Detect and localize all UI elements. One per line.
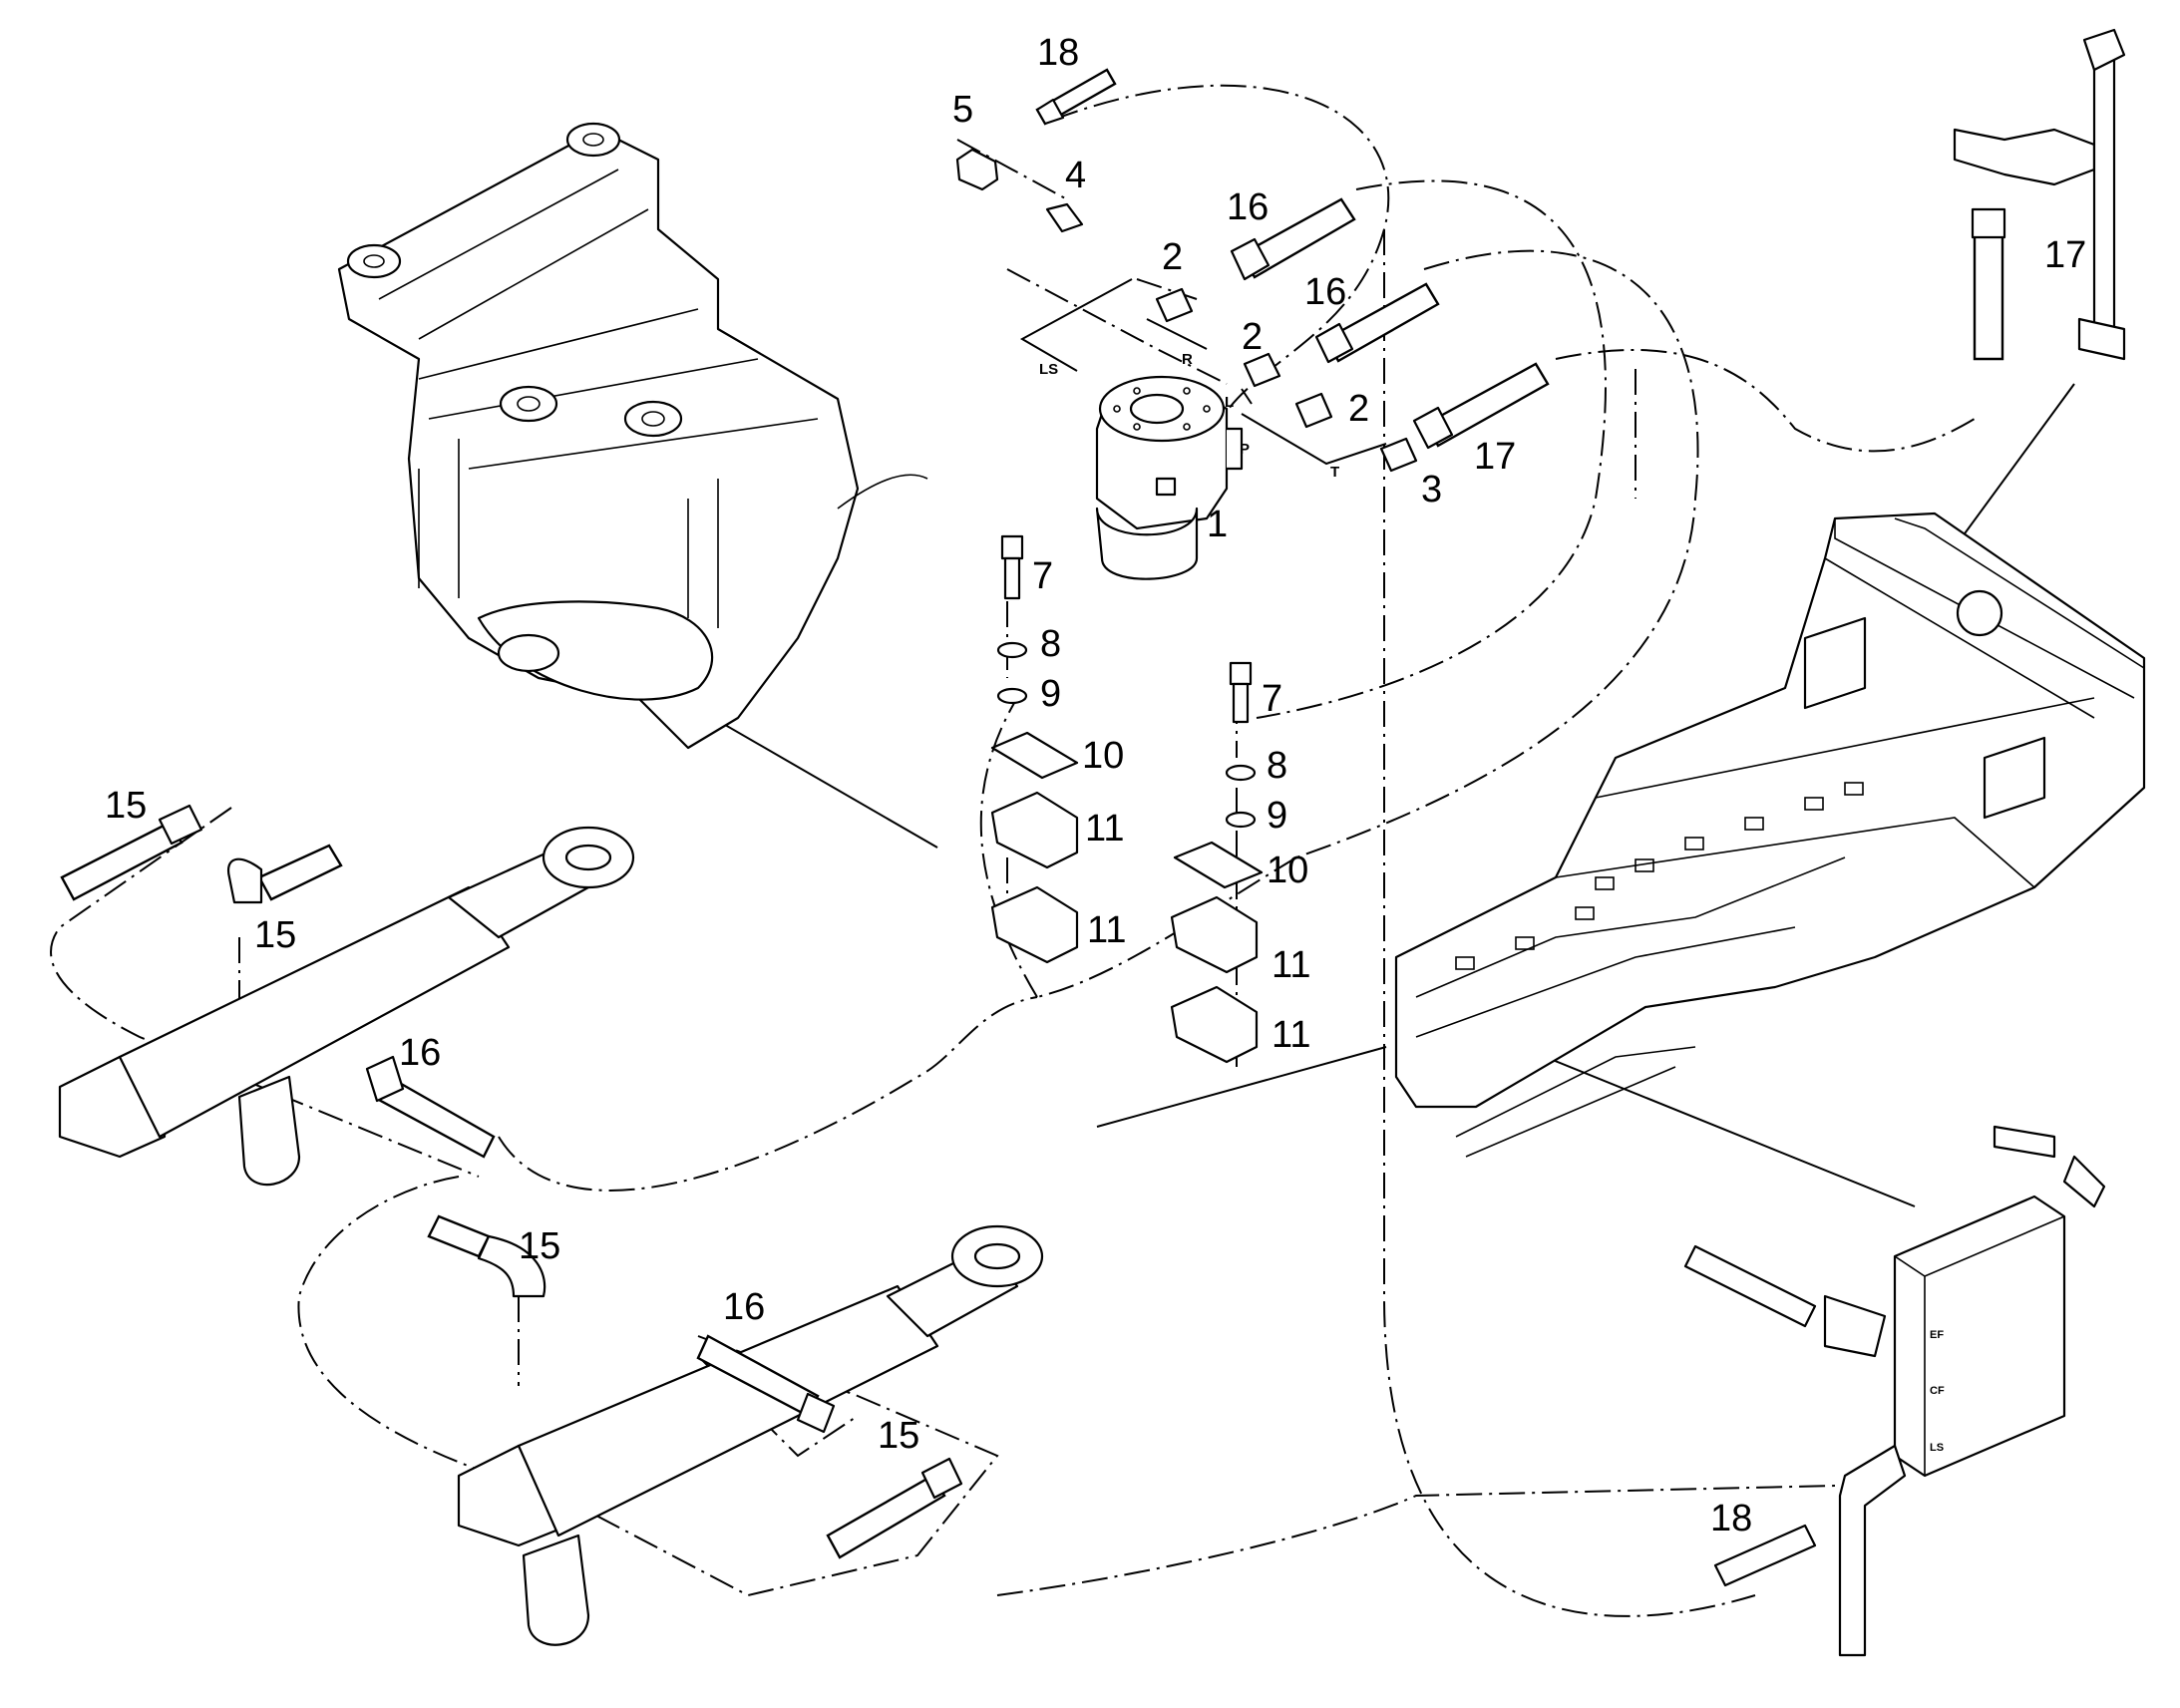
steering-cylinder-lower — [457, 1224, 1044, 1646]
callout-15: 15 — [878, 1415, 919, 1457]
callout-17: 17 — [2044, 234, 2086, 276]
callout-16: 16 — [1227, 186, 1269, 228]
hose-18-top — [1035, 68, 1117, 126]
port-label-l: L — [1225, 394, 1234, 411]
adapter-4 — [1045, 202, 1084, 233]
callout-18: 18 — [1037, 32, 1079, 74]
callout-7: 7 — [1032, 555, 1053, 597]
callout-9: 9 — [1267, 795, 1287, 837]
hose-15-lower — [826, 1457, 963, 1559]
steering-unit-port-labels: LS R L P T — [1039, 351, 1339, 481]
callout-9: 9 — [1040, 673, 1061, 715]
hose-15-lower-elbow — [427, 1214, 546, 1298]
callout-5: 5 — [952, 89, 973, 131]
port-label-t: T — [1330, 464, 1339, 481]
steering-cylinder-upper — [58, 826, 635, 1187]
loader-front-frame — [337, 122, 928, 750]
port-bracket-lines — [1019, 278, 1387, 466]
callout-17: 17 — [1474, 436, 1516, 478]
valve-block-port-labels: EF CF LS — [1930, 1329, 1945, 1454]
callout-10: 10 — [1267, 850, 1308, 891]
callout-2: 2 — [1348, 388, 1369, 430]
top-right-fitting-tree — [1953, 28, 2126, 361]
port-label-ls: LS — [1039, 361, 1058, 378]
callout-3: 3 — [1421, 469, 1442, 511]
block-port-cf: CF — [1930, 1385, 1945, 1397]
hose-17-right — [1971, 207, 2006, 361]
steering-unit-orbitrol — [1095, 375, 1244, 580]
callout-2: 2 — [1242, 316, 1263, 358]
block-port-ef: EF — [1930, 1329, 1944, 1341]
callout-7: 7 — [1262, 678, 1282, 720]
callout-16: 16 — [723, 1286, 765, 1328]
callout-11: 11 — [1087, 909, 1126, 951]
callout-1: 1 — [1207, 504, 1228, 545]
hose-16-lower — [696, 1334, 836, 1434]
callout-8: 8 — [1040, 623, 1061, 665]
callout-10: 10 — [1082, 735, 1124, 777]
callout-8: 8 — [1267, 745, 1287, 787]
callout-labels: 1 2 2 2 3 4 5 7 7 8 8 9 9 10 10 11 11 11… — [105, 32, 2086, 1539]
callout-18: 18 — [1710, 1498, 1752, 1539]
hose-15-upper-a — [60, 804, 203, 901]
hose-16-top-a — [1230, 197, 1356, 281]
callout-15: 15 — [254, 914, 296, 956]
bolt-washer-stack-right — [1170, 661, 1264, 1064]
bolt-washer-stack-left — [990, 534, 1079, 964]
callout-4: 4 — [1065, 155, 1086, 196]
port-label-p: P — [1240, 441, 1250, 458]
hose-17-top — [1412, 362, 1550, 450]
callout-16: 16 — [399, 1032, 441, 1074]
callout-15: 15 — [105, 785, 147, 827]
block-port-ls: LS — [1930, 1442, 1944, 1454]
callout-11: 11 — [1272, 1014, 1310, 1056]
hose-15-upper-elbow — [226, 844, 343, 904]
loader-rear-frame — [1394, 512, 2146, 1158]
hose-16-top-b — [1314, 282, 1440, 364]
port-label-r: R — [1182, 351, 1193, 368]
callout-2: 2 — [1162, 236, 1183, 278]
callout-15: 15 — [519, 1225, 560, 1267]
hose-16-upper — [365, 1055, 496, 1159]
adapters-2-3 — [1155, 287, 1418, 473]
callout-11: 11 — [1272, 944, 1310, 986]
callout-11: 11 — [1085, 808, 1124, 850]
fitting-5-nut — [955, 148, 999, 191]
callout-16: 16 — [1304, 271, 1346, 313]
priority-valve-block — [1683, 1125, 2106, 1657]
